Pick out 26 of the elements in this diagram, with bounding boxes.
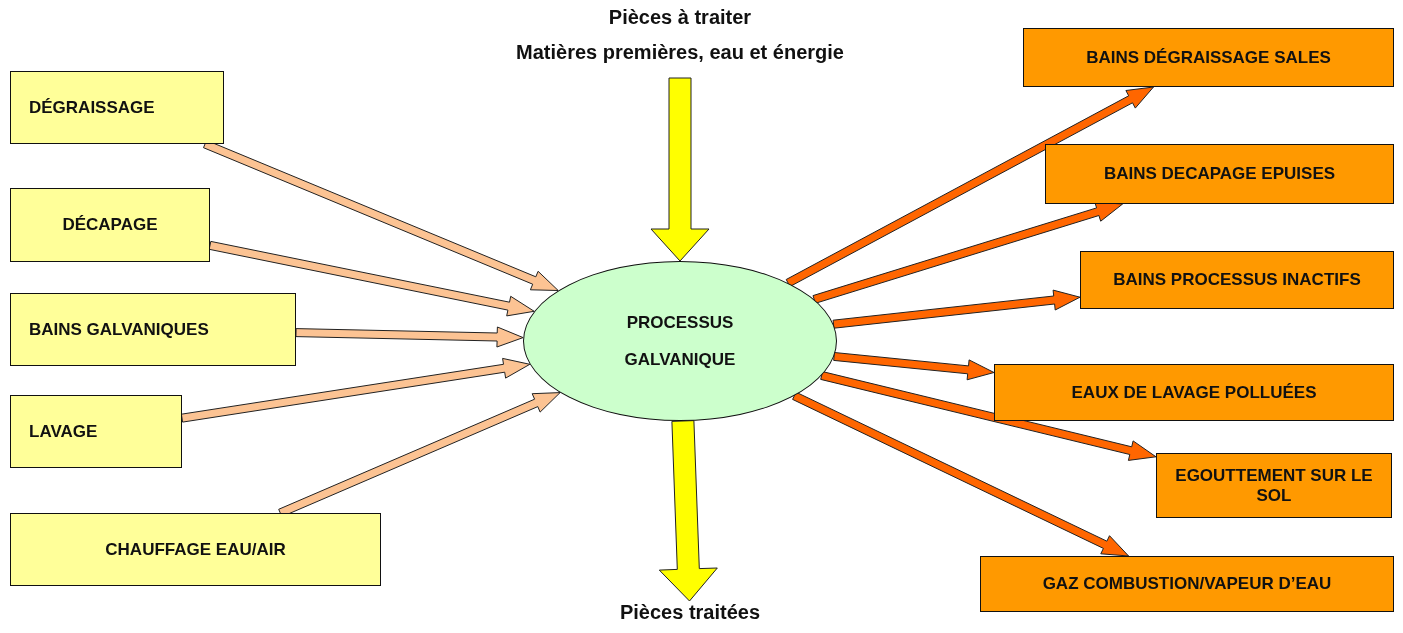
output-box: BAINS DECAPAGE EPUISES <box>1045 144 1394 204</box>
output-box: GAZ COMBUSTION/VAPEUR D’EAU <box>980 556 1394 612</box>
block-arrow <box>812 201 1124 304</box>
block-arrow <box>833 352 995 381</box>
input-box: LAVAGE <box>10 395 182 468</box>
input-box: DÉCAPAGE <box>10 188 210 262</box>
block-arrow <box>832 289 1081 329</box>
input-box: DÉGRAISSAGE <box>10 71 224 144</box>
input-box: CHAUFFAGE EAU/AIR <box>10 513 381 586</box>
block-arrow <box>650 77 710 262</box>
output-box: BAINS DÉGRAISSAGE SALES <box>1023 28 1394 87</box>
output-box: BAINS PROCESSUS INACTIFS <box>1080 251 1394 309</box>
block-arrow <box>792 391 1130 557</box>
block-arrow <box>208 240 535 317</box>
output-box: EAUX DE LAVAGE POLLUÉES <box>994 364 1394 421</box>
block-arrow <box>658 420 718 602</box>
block-arrow <box>180 357 531 423</box>
input-box: BAINS GALVANIQUES <box>10 293 296 366</box>
block-arrow <box>820 371 1157 461</box>
output-box: EGOUTTEMENT SUR LE SOL <box>1156 453 1392 518</box>
node-label: PROCESSUS GALVANIQUE <box>623 311 737 371</box>
block-arrow <box>785 86 1154 287</box>
block-arrow <box>295 326 524 348</box>
flow-label: Matières premières, eau et énergie <box>516 41 844 64</box>
flow-label: Pièces à traiter <box>608 6 752 29</box>
flow-label: Pièces traitées <box>619 601 761 624</box>
